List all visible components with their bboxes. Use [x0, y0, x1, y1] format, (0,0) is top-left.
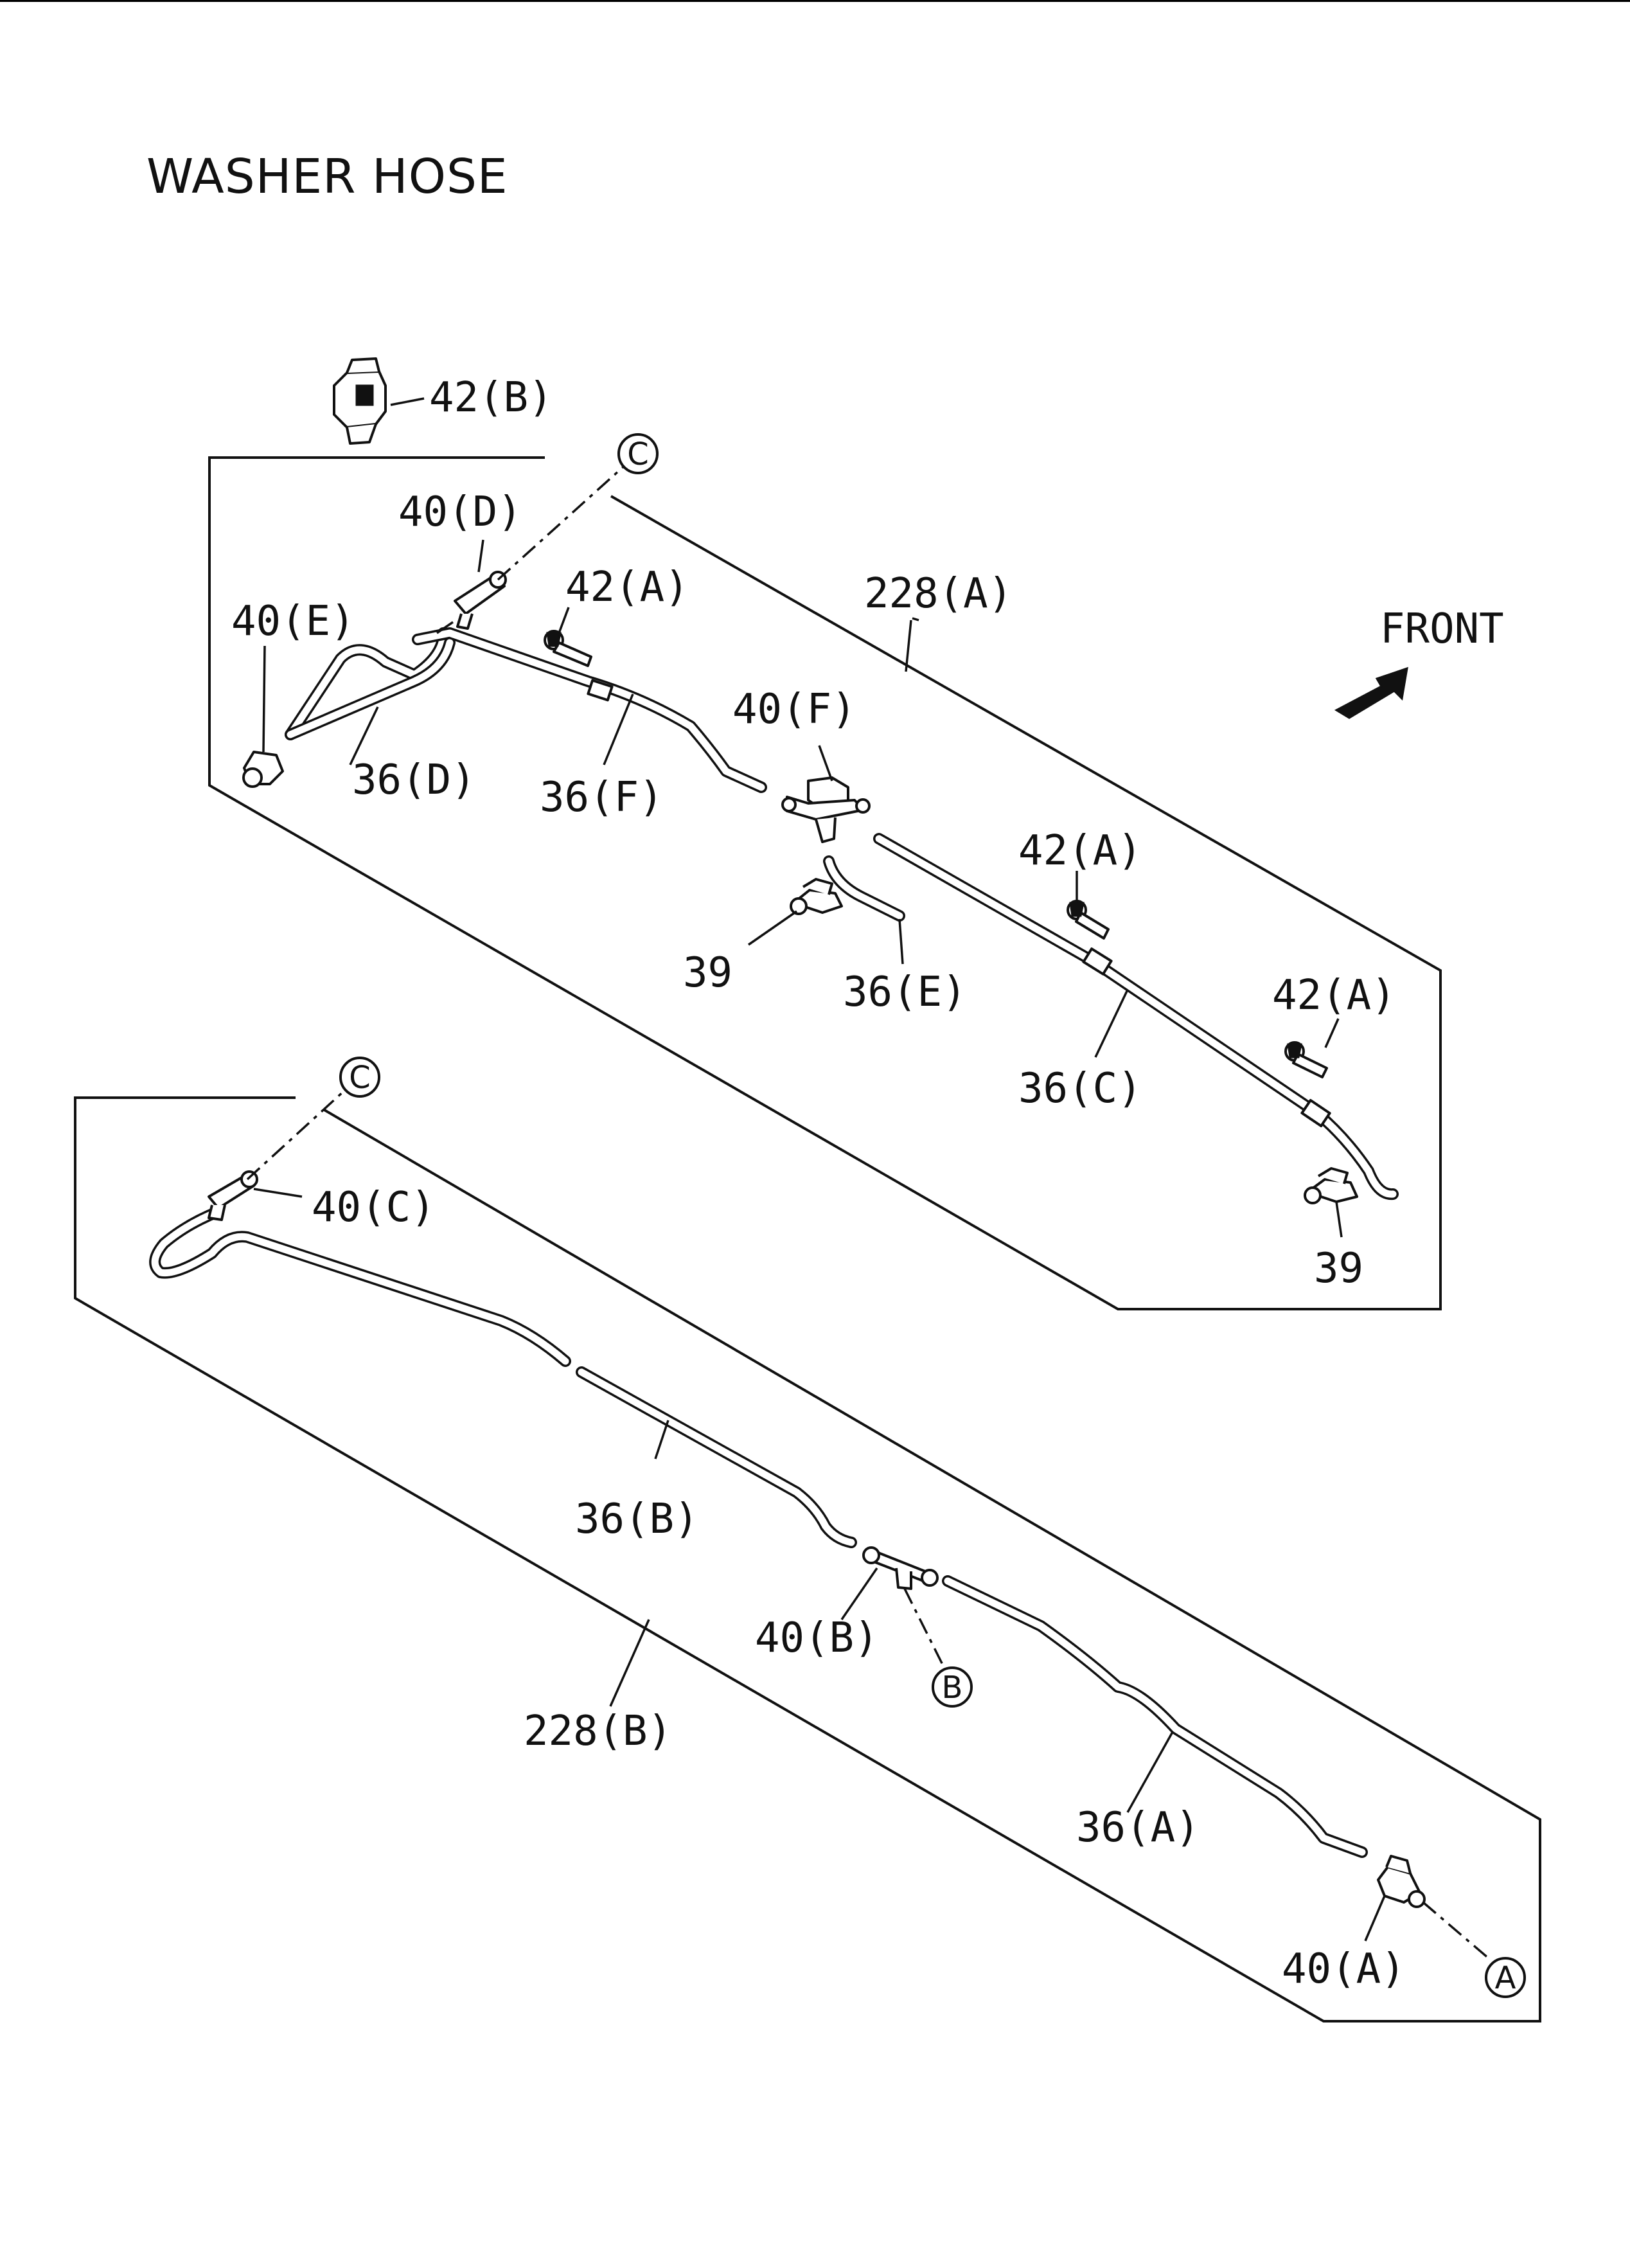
frame-228b: [74, 1096, 1541, 2022]
hose-36b: [149, 1206, 857, 1548]
label-36e: 36(E): [843, 969, 967, 1016]
label-front: FRONT: [1380, 605, 1504, 653]
label-42a-1: 42(A): [565, 564, 689, 611]
front-arrow-icon: [1334, 666, 1408, 719]
callout-c-upper: C: [617, 433, 659, 474]
top-border-line: [0, 0, 1630, 2]
label-40a: 40(A): [1282, 1945, 1406, 1993]
label-39-1: 39: [683, 949, 732, 997]
tjoint-40b-icon: [862, 1546, 939, 1590]
hose-36c: [873, 833, 1399, 1201]
callout-a: A: [1485, 1957, 1526, 1998]
clip-42a-2-icon: [1067, 900, 1110, 940]
label-36c: 36(C): [1018, 1065, 1142, 1112]
clip-42a-1-icon: [544, 630, 592, 667]
hose-36e: [823, 855, 905, 922]
clip-42a-3-icon: [1284, 1041, 1328, 1078]
label-42a-3: 42(A): [1272, 972, 1396, 1019]
svg-text:C: C: [627, 436, 649, 472]
valve-40f-icon: [781, 776, 871, 843]
label-228a: 228(A): [864, 570, 1013, 618]
label-42a-2: 42(A): [1018, 827, 1142, 875]
label-39-2: 39: [1314, 1245, 1363, 1292]
nozzle-40a-icon: [1377, 1855, 1426, 1908]
label-40e: 40(E): [231, 598, 355, 645]
label-40f: 40(F): [732, 686, 856, 733]
label-36b: 36(B): [575, 1496, 699, 1543]
callout-b: B: [932, 1666, 973, 1708]
svg-text:B: B: [942, 1670, 963, 1706]
hose-36d: [285, 627, 456, 740]
frame-228a: [208, 456, 1442, 1310]
label-36d: 36(D): [352, 756, 476, 804]
svg-text:A: A: [1495, 1960, 1516, 1996]
label-40b: 40(B): [755, 1614, 879, 1662]
label-36a: 36(A): [1076, 1804, 1200, 1852]
label-36f: 36(F): [540, 774, 664, 821]
hose-36f: [412, 627, 767, 793]
clip-39-2-icon: [1304, 1167, 1358, 1204]
page-title: WASHER HOSE: [146, 149, 508, 204]
label-40c: 40(C): [312, 1184, 436, 1231]
callout-c-lower: C: [339, 1057, 380, 1098]
label-42b: 42(B): [429, 374, 553, 422]
label-40d: 40(D): [398, 488, 522, 536]
nozzle-40e-icon: [242, 751, 284, 788]
clip-42b-icon: [333, 357, 387, 445]
connector-40c-icon: [208, 1170, 258, 1221]
label-228b: 228(B): [524, 1708, 672, 1755]
connector-40d-icon: [454, 571, 507, 630]
clip-39-1-icon: [790, 878, 843, 915]
hose-36a: [942, 1575, 1368, 1858]
svg-text:C: C: [349, 1060, 371, 1096]
